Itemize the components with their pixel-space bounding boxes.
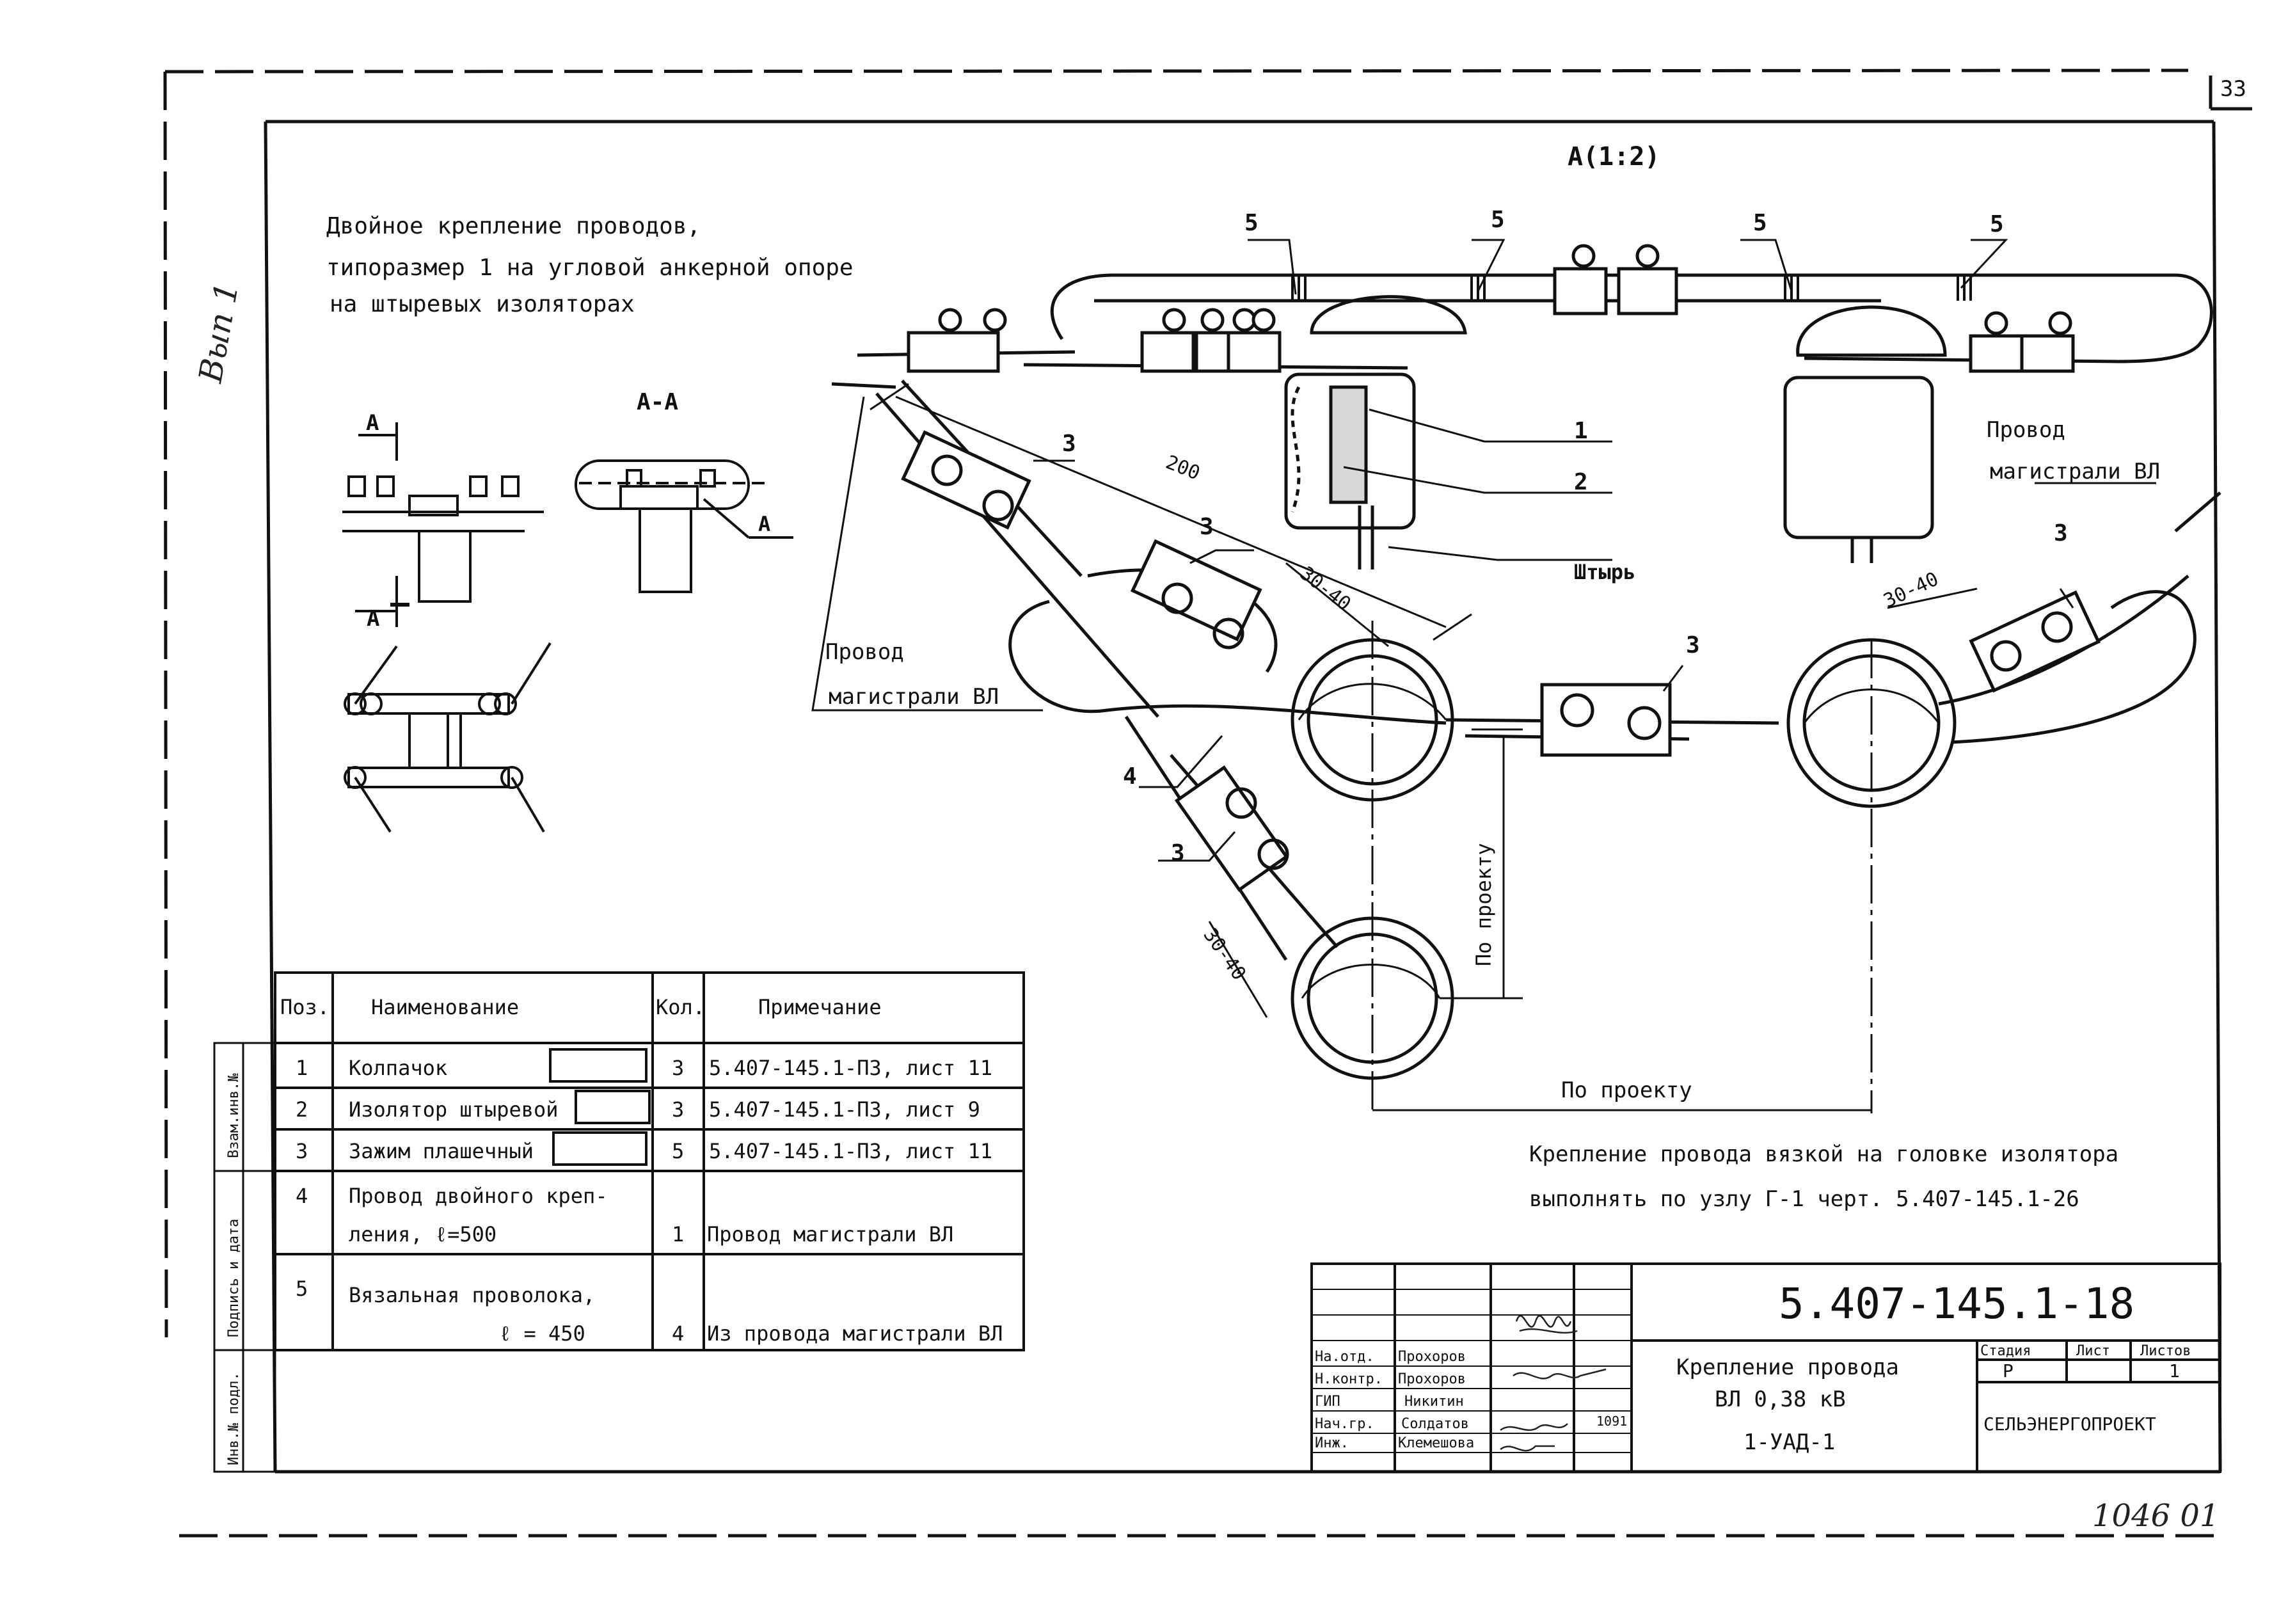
drawing-subcode: 1-УАД-1 [1744,1429,1835,1455]
callout-5-d: 5 [1990,211,2004,237]
drawing-caption: Двойное крепление проводов, типоразмер 1… [326,213,854,317]
spec-row-note: 5.407-145.1-ПЗ, лист 11 [709,1056,992,1080]
callout-4: 4 [1123,763,1137,790]
dim-30-40-a: 30-40 [1296,562,1355,616]
sign-date: 1091 [1596,1413,1627,1429]
caption-line-1: Двойное крепление проводов, [326,213,701,239]
plan-view-top [342,422,544,627]
spec-row-name-line2: ℓ = 450 [499,1321,585,1346]
margin-note: Вып 1 [192,280,246,386]
callout-pin: Штырь [1574,560,1635,584]
callout-3-a: 3 [1062,431,1076,457]
dim-200: 200 [1163,451,1203,485]
spec-row-name-line1: Провод двойного креп- [349,1184,608,1208]
callout-3-d: 3 [2054,520,2068,546]
callouts: 5 5 5 5 1 2 Штырь 3 3 3 3 3 4 Провод маг… [825,207,2160,1103]
cut-mark-a-bottom: А [367,606,379,632]
caption-line-2: типоразмер 1 на угловой анкерной опоре [326,255,854,281]
spec-row-qty: 3 [672,1097,684,1122]
dim-by-project-horizontal: По проекту [1561,1078,1692,1103]
callout-3-e: 3 [1171,840,1185,866]
note-line-2: выполнять по узлу Г-1 черт. 5.407-145.1-… [1529,1186,2079,1212]
side-stamp: Инв.№ подл. Подпись и дата Взам.инв.№ [213,1042,276,1473]
sheet-number: 33 [2220,76,2246,102]
wire-label-left-2: магистрали ВЛ [829,684,999,710]
spec-header-qty: Кол. [656,995,705,1019]
callout-2: 2 [1574,469,1588,495]
stage-value: Р [2003,1360,2014,1381]
plan-view-bottom [344,642,552,833]
role-2: Н.контр. [1315,1371,1383,1387]
spec-row-name-line1: Вязальная проволока, [349,1283,595,1307]
spec-header-note: Примечание [758,995,882,1019]
dim-by-project-vertical: По проекту [1472,843,1496,966]
spec-row-qty: 1 [672,1222,684,1246]
callout-3-b: 3 [1200,514,1214,540]
dim-30-40-c: 30-40 [1198,925,1250,985]
signatures [1500,1315,1607,1452]
cut-mark-a-top: А [366,410,379,436]
sheet-value: 1 [2169,1360,2180,1381]
spec-row-pos: 1 [296,1056,308,1080]
spec-row-note: 5.407-145.1-ПЗ, лист 11 [709,1139,992,1163]
drawing-title-line-2: ВЛ 0,38 кВ [1715,1387,1846,1412]
role-3: ГИП [1315,1394,1340,1410]
section-label: А-А [637,389,678,415]
name-4: Солдатов [1401,1416,1469,1432]
role-1: На.отд. [1315,1349,1374,1365]
organization: СЕЛЬЭНЕРГОПРОЕКТ [1983,1413,2156,1435]
view-label: А(1:2) [1568,142,1660,171]
sheet-label: Лист [2076,1343,2110,1359]
callout-5-a: 5 [1244,210,1259,236]
stamp-inv-label: Инв.№ подл. [226,1372,242,1465]
spec-row-name: Зажим плашечный [349,1139,534,1163]
stage-label: Стадия [1980,1343,2031,1359]
spec-row-pos: 5 [296,1277,308,1301]
caption-line-3: на штыревых изоляторах [330,291,635,317]
note-line-1: Крепление провода вязкой на головке изол… [1529,1142,2118,1167]
bottom-mark: 1046 01 [2092,1498,2220,1534]
spec-row-name: Колпачок [349,1056,447,1080]
sheet-frame [163,68,2252,1538]
name-5: Клемешова [1398,1435,1474,1451]
callout-5-b: 5 [1491,207,1505,233]
spec-row-note: 5.407-145.1-ПЗ, лист 9 [709,1097,980,1122]
wire-label-right-1: Провод [1987,417,2065,443]
spec-row-note: Из провода магистрали ВЛ [707,1321,1003,1346]
cut-mark-a-section: А [758,512,770,536]
name-1: Прохоров [1398,1349,1466,1365]
spec-row-qty: 4 [672,1321,684,1346]
spec-row-name-line2: ления, ℓ=500 [349,1222,497,1246]
spec-row-pos: 3 [296,1139,308,1163]
spec-row-pos: 4 [296,1184,308,1208]
main-assembly [831,244,2221,1113]
stamp-sign-label: Подпись и дата [226,1219,242,1337]
wire-label-left-1: Провод [825,639,904,665]
title-block: 5.407-145.1-18 На.отд. Н.контр. ГИП Нач.… [1310,1262,2221,1473]
name-2: Прохоров [1398,1371,1466,1387]
spec-row-note: Провод магистрали ВЛ [707,1222,953,1246]
role-4: Нач.гр. [1315,1416,1374,1432]
drawing-code: 5.407-145.1-18 [1779,1279,2134,1328]
spec-header-pos: Поз. [280,995,330,1019]
leaders-and-dimensions [811,239,2156,1111]
callout-3-c: 3 [1686,632,1700,658]
spec-row-qty: 5 [672,1139,684,1163]
drawing-title-line-1: Крепление провода [1676,1355,1899,1380]
name-3: Никитин [1404,1394,1464,1410]
spec-table: Поз. Наименование Кол. Примечание 1 Колп… [274,971,1025,1351]
spec-row-qty: 3 [672,1056,684,1080]
callout-5-c: 5 [1753,210,1767,236]
spec-row-pos: 2 [296,1097,308,1122]
section-view-aa [575,459,793,593]
role-5: Инж. [1315,1435,1349,1451]
callout-1: 1 [1574,418,1588,444]
dim-30-40-b: 30-40 [1880,568,1942,612]
spec-header-name: Наименование [371,995,519,1019]
stamp-replace-label: Взам.инв.№ [226,1074,242,1158]
wire-label-right-2: магистрали ВЛ [1990,459,2160,484]
sheets-label: Листов [2140,1343,2191,1359]
spec-row-name: Изолятор штыревой [349,1097,559,1122]
